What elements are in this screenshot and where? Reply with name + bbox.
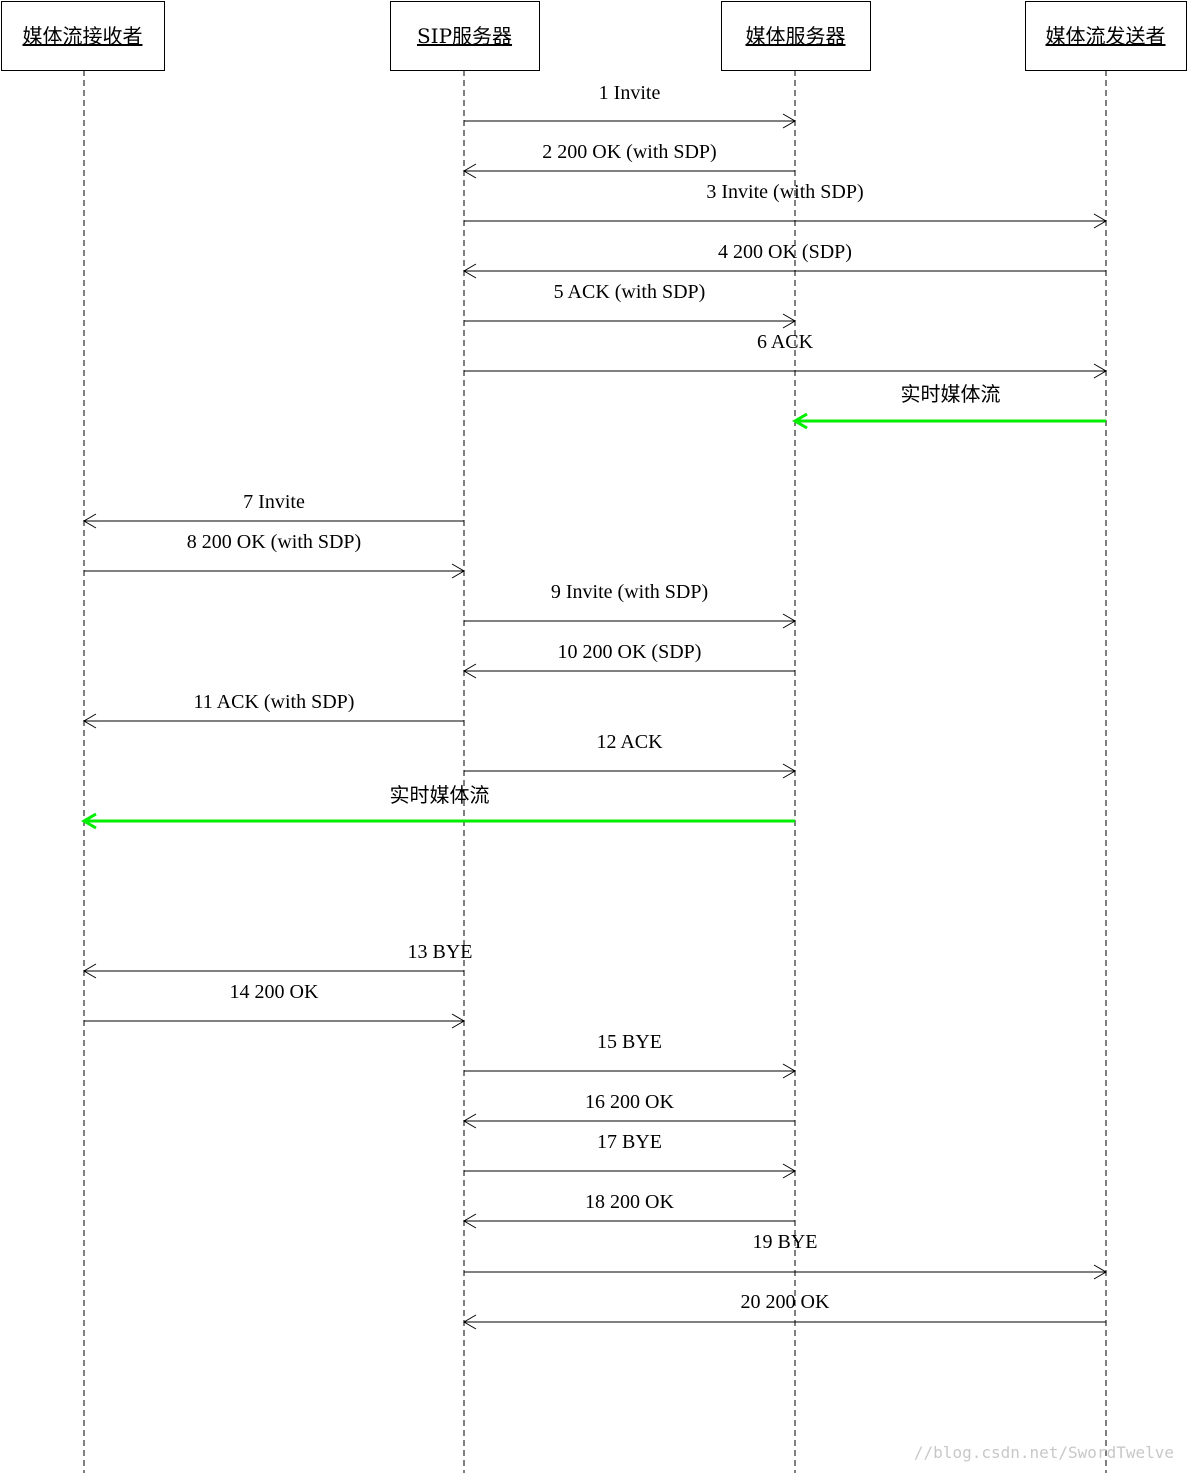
arrowhead [463, 1113, 477, 1129]
participant-media: 媒体服务器 [721, 1, 871, 71]
message-label: 14 200 OK [230, 981, 319, 1003]
message-label: 15 BYE [597, 1031, 662, 1053]
participant-box [1, 1, 165, 71]
message: 17 BYE [464, 1131, 796, 1179]
arrowhead [463, 1314, 477, 1330]
arrowhead [81, 812, 97, 830]
message: 20 200 OK [463, 1291, 1106, 1330]
message: 13 BYE [83, 941, 473, 979]
arrowhead [463, 263, 477, 279]
arrowhead [451, 563, 465, 579]
participant-label: 媒体流发送者 [1046, 24, 1166, 48]
message: 3 Invite (with SDP) [464, 181, 1107, 229]
arrowhead [463, 663, 477, 679]
message-label: 10 200 OK (SDP) [558, 641, 702, 663]
message: 5 ACK (with SDP) [464, 281, 796, 329]
message: 9 Invite (with SDP) [464, 581, 796, 629]
arrowhead [1093, 213, 1107, 229]
messages: 1 Invite 2 200 OK (with SDP) 3 Invite (wit… [81, 82, 1107, 1330]
message-label: 20 200 OK [741, 1291, 830, 1313]
message-label: 2 200 OK (with SDP) [542, 141, 716, 163]
message: 7 Invite [83, 491, 464, 529]
arrowhead [782, 613, 796, 629]
arrowhead [463, 1213, 477, 1229]
arrowhead [782, 113, 796, 129]
message: 10 200 OK (SDP) [463, 641, 795, 679]
message-label: 18 200 OK [585, 1191, 674, 1213]
participant-sip: SIP服务器 [390, 1, 540, 71]
message-label: 19 BYE [753, 1231, 818, 1253]
message: 8 200 OK (with SDP) [84, 531, 465, 579]
message-label: 3 Invite (with SDP) [706, 181, 863, 203]
message-label: 实时媒体流 [901, 383, 1001, 406]
message-label: 17 BYE [597, 1131, 662, 1153]
watermark-text: //blog.csdn.net/SwordTwelve [914, 1443, 1174, 1462]
message: 15 BYE [464, 1031, 796, 1079]
message-label: 16 200 OK [585, 1091, 674, 1113]
message-label: 8 200 OK (with SDP) [187, 531, 361, 553]
media-stream-message: 实时媒体流 [792, 383, 1106, 430]
message: 4 200 OK (SDP) [463, 241, 1106, 279]
participant-box [390, 1, 540, 71]
message-label: 4 200 OK (SDP) [718, 241, 852, 263]
media-stream-message: 实时媒体流 [81, 784, 795, 830]
arrowhead [782, 1063, 796, 1079]
arrowhead [451, 1013, 465, 1029]
arrowhead [463, 163, 477, 179]
participant-label: 媒体服务器 [746, 24, 846, 48]
arrowhead [782, 763, 796, 779]
participant-label: 媒体流接收者 [23, 24, 143, 48]
message: 18 200 OK [463, 1191, 795, 1229]
message-label: 12 ACK [596, 731, 663, 753]
message-label: 5 ACK (with SDP) [554, 281, 706, 303]
message-label: 7 Invite [243, 491, 305, 513]
message: 12 ACK [464, 731, 796, 779]
participant-label: SIP服务器 [417, 24, 512, 48]
participant-box [1025, 1, 1187, 71]
arrowhead [1093, 363, 1107, 379]
message-label: 13 BYE [408, 941, 473, 963]
message: 19 BYE [464, 1231, 1107, 1280]
message-label: 9 Invite (with SDP) [551, 581, 708, 603]
participant-receiver: 媒体流接收者 [1, 1, 165, 71]
participants: 媒体流接收者 SIP服务器 媒体服务器 媒体流发送者 [1, 1, 1187, 71]
message: 1 Invite [464, 82, 796, 129]
arrowhead [1093, 1264, 1107, 1280]
arrowhead [83, 713, 97, 729]
message-label: 11 ACK (with SDP) [194, 691, 355, 713]
message: 6 ACK [464, 331, 1107, 379]
message: 16 200 OK [463, 1091, 795, 1129]
message: 11 ACK (with SDP) [83, 691, 464, 729]
message-label: 实时媒体流 [390, 784, 490, 807]
message: 14 200 OK [84, 981, 465, 1029]
arrowhead [782, 313, 796, 329]
arrowhead [792, 412, 808, 430]
message-label: 6 ACK [757, 331, 814, 353]
arrowhead [782, 1163, 796, 1179]
message: 2 200 OK (with SDP) [463, 141, 795, 179]
participant-sender: 媒体流发送者 [1025, 1, 1187, 71]
message-label: 1 Invite [599, 82, 661, 104]
participant-box [721, 1, 871, 71]
arrowhead [83, 963, 97, 979]
arrowhead [83, 513, 97, 529]
